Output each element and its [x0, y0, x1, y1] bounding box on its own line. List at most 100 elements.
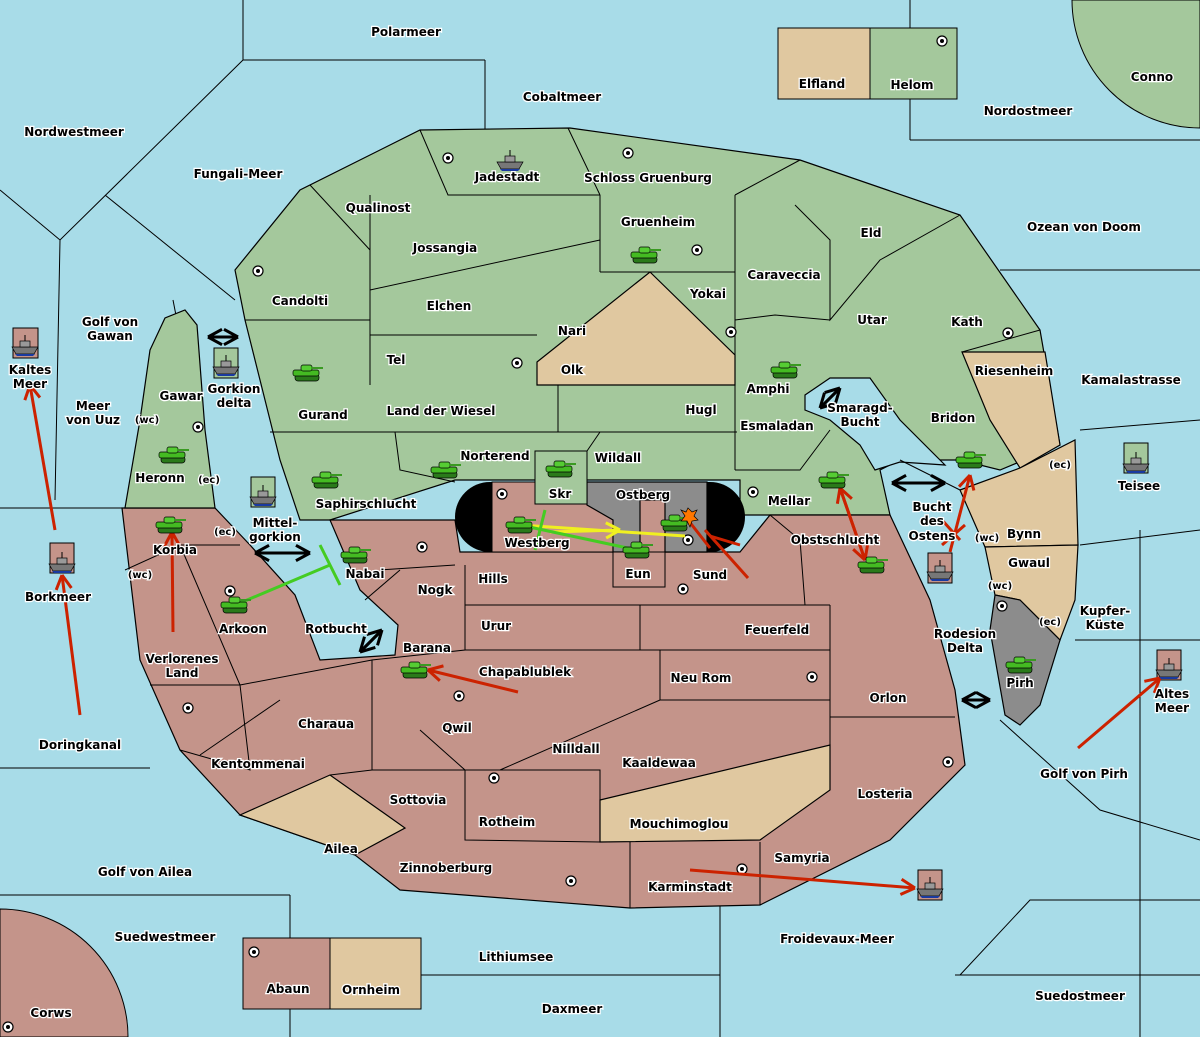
region-elfland[interactable]	[777, 27, 871, 100]
lands-label: Feuerfeld	[745, 623, 810, 637]
region-conno[interactable]	[1071, 0, 1200, 129]
tank-icon[interactable]	[545, 460, 576, 478]
lands-label: Mouchimoglou	[630, 817, 729, 831]
lands-label: Yokai	[689, 287, 726, 301]
warship-icon[interactable]	[11, 335, 39, 356]
arrowhead	[961, 691, 977, 702]
lands-label: Ostberg	[616, 488, 670, 502]
coast_tags-label: (wc)	[128, 570, 152, 581]
supply-center-icon	[224, 585, 236, 597]
tank-icon[interactable]	[770, 361, 801, 379]
explosion-icon	[680, 507, 699, 528]
coast_tags-label: (wc)	[988, 581, 1012, 592]
order-line	[941, 523, 966, 547]
region-helom[interactable]	[869, 27, 958, 100]
region-ailea[interactable]	[238, 774, 407, 856]
lands-label: Nabai	[346, 567, 385, 581]
tank-icon[interactable]	[158, 446, 189, 464]
seas-label: Corws	[30, 1006, 71, 1020]
supply-center-icon	[488, 772, 500, 784]
move-arrow	[170, 531, 175, 633]
tank-icon[interactable]	[430, 461, 461, 479]
supply-center-icon	[677, 583, 689, 595]
warship-icon[interactable]	[1155, 658, 1183, 679]
tank-icon[interactable]	[400, 661, 431, 679]
seas-label: Froidevaux-Meer	[780, 932, 894, 946]
lands-label: Hills	[478, 572, 508, 586]
land-regions	[121, 127, 1079, 909]
lands-label: Abaun	[266, 982, 309, 996]
order-line	[709, 534, 741, 547]
lands-label: Land der Wiesel	[387, 404, 496, 418]
supply-center-icon	[1002, 327, 1014, 339]
arrowhead	[254, 544, 270, 555]
region-corws[interactable]	[0, 908, 129, 1037]
region-ornheim[interactable]	[329, 937, 422, 1010]
arrowhead	[207, 335, 223, 346]
region-gawar-heronn[interactable]	[124, 309, 216, 509]
lands-label: Gurand	[298, 408, 348, 422]
lands-label: Ailea	[324, 842, 358, 856]
warship-icon[interactable]	[496, 150, 524, 171]
support-line	[318, 544, 342, 586]
lands-label: Kaaldewaa	[622, 756, 696, 770]
warship-icon[interactable]	[212, 355, 240, 376]
lands-label: Nogk	[418, 583, 454, 597]
region-riesenheim[interactable]	[961, 351, 1061, 469]
lands-label: Olk	[561, 363, 584, 377]
tank-icon[interactable]	[505, 516, 536, 534]
lands-label: Caraveccia	[747, 268, 820, 282]
arrowhead	[23, 384, 32, 401]
lands-label: Kentommenai	[211, 757, 305, 771]
tank-icon[interactable]	[220, 596, 251, 614]
region-smaragd-bucht[interactable]	[804, 377, 947, 471]
tank-icon[interactable]	[955, 451, 986, 469]
lands-label: Qwil	[442, 721, 472, 735]
tank-icon[interactable]	[292, 364, 323, 382]
warship-icon[interactable]	[916, 877, 944, 898]
tank-icon[interactable]	[818, 471, 849, 489]
lands-label: Kath	[951, 315, 983, 329]
order-line	[686, 519, 712, 549]
region-skr[interactable]	[534, 450, 588, 505]
arrowhead	[605, 521, 621, 532]
tank-icon[interactable]	[857, 556, 888, 574]
arrowhead	[961, 698, 977, 709]
tank-icon[interactable]	[155, 516, 186, 534]
lands-label: Land	[166, 666, 199, 680]
support-line	[239, 563, 331, 605]
arrowhead	[54, 574, 64, 591]
arrowhead	[900, 877, 916, 890]
supply-center-icon	[416, 541, 428, 553]
move-arrow	[60, 574, 82, 716]
seas-label: Meer	[1155, 701, 1189, 715]
tank-icon[interactable]	[1005, 656, 1036, 674]
seas-label: Kamalastrasse	[1081, 373, 1181, 387]
seas-label: Golf von Ailea	[98, 865, 192, 879]
lands-label: Helom	[890, 78, 933, 92]
lands-label: Orlon	[869, 691, 906, 705]
supply-center-icon	[182, 702, 194, 714]
warship-icon[interactable]	[1122, 452, 1150, 473]
tank-icon[interactable]	[311, 471, 342, 489]
tank-icon[interactable]	[622, 541, 653, 559]
warship-icon[interactable]	[926, 560, 954, 581]
order-line	[940, 518, 962, 542]
arrowhead	[818, 392, 826, 409]
arrowhead	[968, 474, 976, 491]
warship-icon[interactable]	[249, 485, 277, 506]
arrowhead	[891, 474, 907, 485]
lands-label: Zinnoberburg	[400, 861, 492, 875]
supply-center-icon	[996, 600, 1008, 612]
supply-center-icon	[453, 690, 465, 702]
warship-icon[interactable]	[48, 552, 76, 573]
lands-label: Wildall	[595, 451, 641, 465]
lands-label: Jadestadt	[474, 170, 540, 184]
tank-icon[interactable]	[340, 546, 371, 564]
tank-icon[interactable]	[630, 246, 661, 264]
seas-label: Lithiumsee	[479, 950, 554, 964]
arrowhead	[60, 574, 73, 589]
region-bynn[interactable]	[959, 439, 1079, 548]
seas-label: Gorkion	[208, 382, 261, 396]
